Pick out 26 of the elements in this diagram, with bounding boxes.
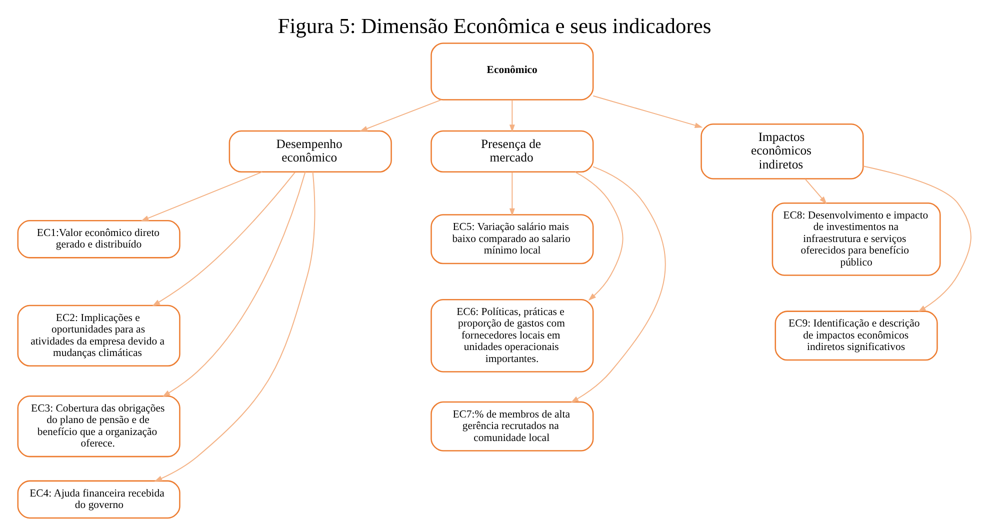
arrow [509, 100, 515, 132]
arrow [804, 178, 827, 204]
node-box: EC5: Variação salário mais baixo comparado ao salario mínimo local [430, 214, 594, 264]
node-box: Impactos econômicos indiretos [700, 124, 864, 180]
node-box: EC9: Identificação e descrição de impactos econômicos indiretos significativos [774, 310, 938, 361]
node-box: EC7:% de membros de alta gerência recrutados na comunidade local [430, 401, 594, 452]
arrow [574, 172, 624, 301]
arrow [162, 171, 306, 397]
arrow [570, 166, 666, 403]
arrow [592, 95, 703, 128]
node-box: Desempenho econômico [228, 130, 392, 173]
diagram-title: Figura 5: Dimensão Econômica e seus indicadores [278, 14, 712, 38]
node-box: EC2: Implicações e oportunidades para as atividades da empresa devido a mudanças climáticas [17, 304, 180, 367]
node-box: EC1:Valor econômico direto gerado e distribuído [17, 220, 180, 258]
arrow [154, 171, 316, 482]
arrow [862, 166, 972, 312]
arrow [152, 172, 296, 306]
arrow [140, 171, 263, 222]
node-box: EC4: Ajuda financeira recebida do governo [17, 480, 180, 519]
node-box: EC8: Desenvolvimento e impacto de investimentos na infraestrutura e serviços oferecidos para benefício público [772, 202, 941, 276]
node-box: EC3: Cobertura das obrigações do plano de pensão e de benefício que a organização oferece. [17, 395, 180, 458]
node-box: Econômico [430, 42, 594, 100]
node-box: EC6: Políticas, práticas e proporção de gastos com fornecedores locais em unidades operacionais importantes. [430, 298, 594, 372]
arrow [360, 99, 442, 132]
node-box: Presença de mercado [430, 130, 594, 173]
arrow [509, 172, 515, 216]
